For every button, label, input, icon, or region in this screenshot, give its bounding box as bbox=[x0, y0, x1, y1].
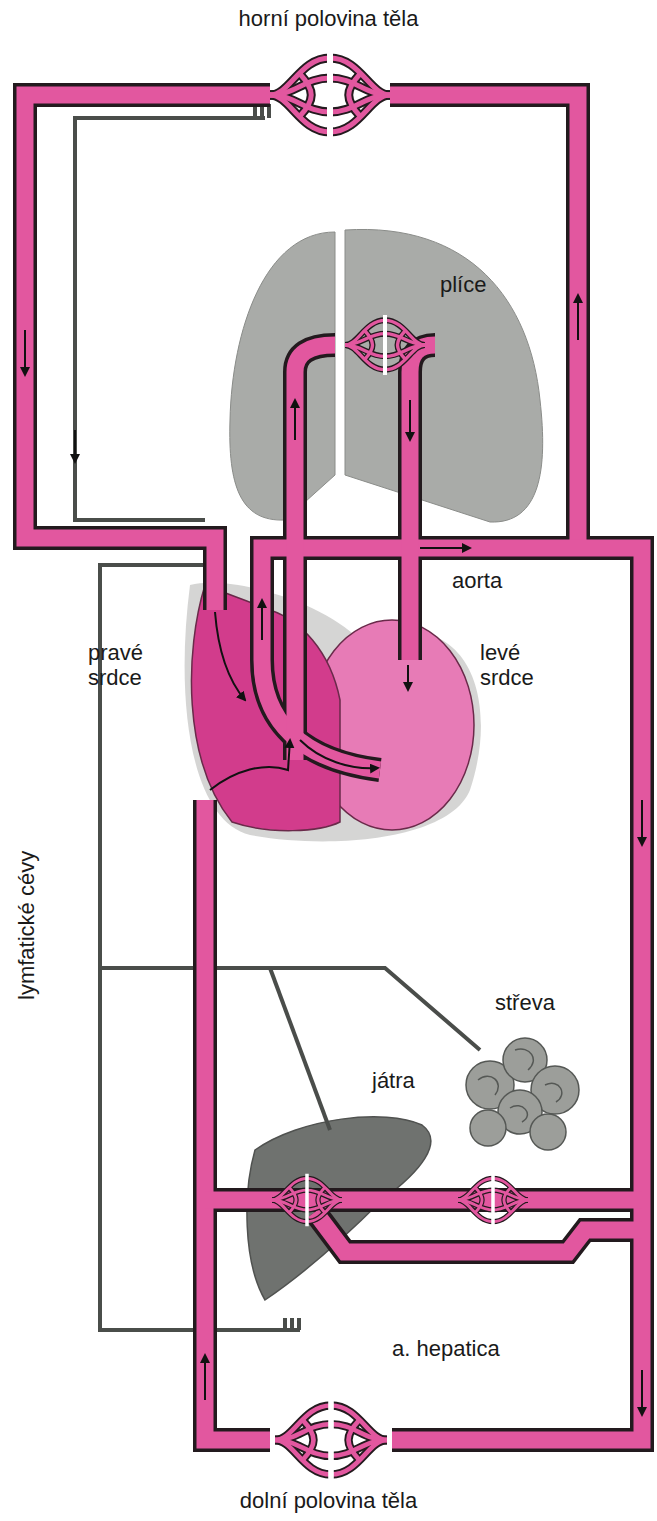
heart bbox=[185, 583, 481, 842]
organ-label: játra bbox=[372, 1068, 452, 1093]
intestines bbox=[466, 1038, 579, 1150]
capillary-bed bbox=[345, 315, 425, 375]
organ-label: pravé srdce bbox=[88, 640, 166, 691]
lungs bbox=[230, 229, 543, 522]
organ-label: levé srdce bbox=[480, 640, 558, 691]
vessel-label: lymfatické cévy bbox=[14, 851, 39, 1000]
capillary-bed bbox=[272, 1174, 342, 1227]
flow-arrows bbox=[25, 295, 642, 1415]
organ-label: střeva bbox=[495, 990, 585, 1015]
capillary-bed bbox=[458, 1174, 528, 1227]
blood-vessels bbox=[25, 95, 642, 1440]
vessel-label: aorta bbox=[452, 568, 542, 593]
region-label: dolní polovina těla bbox=[0, 1488, 657, 1513]
capillary-bed bbox=[275, 1398, 387, 1482]
vessel-outline bbox=[25, 95, 642, 1440]
vessel-label: a. hepatica bbox=[392, 1336, 532, 1361]
region-label: horní polovina těla bbox=[0, 6, 657, 31]
capillary-bed bbox=[270, 50, 390, 140]
organ-label: plíce bbox=[440, 272, 520, 297]
